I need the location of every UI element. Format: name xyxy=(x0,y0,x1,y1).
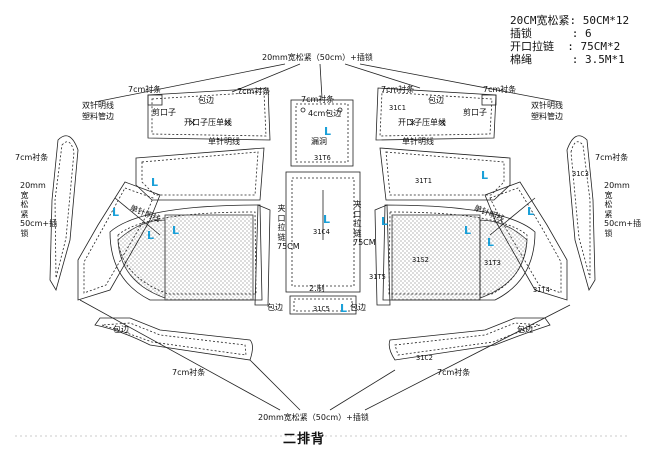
code-31S2: 31S2 xyxy=(412,256,429,264)
code-31C3: 31C3 xyxy=(572,170,589,178)
strip-label-2: 7cm衬条 xyxy=(237,87,271,96)
marker-L-2: L xyxy=(112,206,120,219)
single-stitch-label-2: 单针明线 xyxy=(402,137,434,146)
code-31C5: 31C5 xyxy=(313,305,330,313)
piece-left-inner-bolster xyxy=(77,181,161,301)
cut-label-2: 剪口子 xyxy=(463,108,487,117)
edge-label-1: 包边 xyxy=(198,96,214,105)
code-31C2: 31C2 xyxy=(416,354,433,362)
plastic-pipe-label-1: 塑料管边 xyxy=(82,112,114,121)
strip-label-7: 7cm衬条 xyxy=(595,153,629,162)
piece-left-outer-bolster xyxy=(49,135,79,292)
piece-31C5 xyxy=(289,295,357,315)
strip-label-3: 7cm衬条 xyxy=(301,95,335,104)
slit-single-label-2: 开口子压单线 xyxy=(398,118,446,127)
bottom-leader-lines xyxy=(79,299,571,411)
code-31T4: 31T4 xyxy=(533,286,550,294)
code-31T3: 31T3 xyxy=(484,259,501,267)
code-31T1: 31T1 xyxy=(415,177,432,185)
piece-31T6 xyxy=(290,99,354,167)
top-elastic-label: 20mm宽松紧（50cm）+插锁 xyxy=(262,53,373,62)
single-stitch-label-1: 单针明线 xyxy=(208,137,240,146)
piece-left-cushion xyxy=(109,204,263,301)
edge-label-5: 包边 xyxy=(113,325,129,334)
code-31T5: 31T5 xyxy=(369,273,386,281)
zipper-label-right: 夹口拉链75CM xyxy=(353,200,376,247)
marker-L-1: L xyxy=(151,176,159,189)
marker-L-8: L xyxy=(381,215,389,228)
side-elastic-label-right: 20mm宽松紧50cm+插锁 xyxy=(604,181,642,238)
piece-left-upper xyxy=(135,147,265,201)
piece-bottom-left xyxy=(94,317,253,361)
edge-label-2: 包边 xyxy=(428,96,444,105)
piece-31C4 xyxy=(285,171,361,293)
bottom-elastic-label: 20mm宽松紧（50cm）+插锁 xyxy=(258,413,369,422)
wrap-4cm-label: 4cm包边 xyxy=(308,109,342,118)
strip-label-1: 7cm衬条 xyxy=(128,85,162,94)
edge-label-4: 包边 xyxy=(350,303,366,312)
diagram-title: 二排背 xyxy=(283,432,326,447)
strip-label-8: 7cm衬条 xyxy=(172,368,206,377)
double-stitch-label-2: 双针明线 xyxy=(531,101,563,110)
strip-label-5: 7cm衬条 xyxy=(483,85,517,94)
code-31C1: 31C1 xyxy=(389,104,406,112)
zipper-label-left: 夹口拉链75CM xyxy=(277,204,300,251)
code-31C4: 31C4 xyxy=(313,228,330,236)
piece-31T5 xyxy=(374,204,391,306)
strip-label-4: 7cm衬条 xyxy=(381,85,415,94)
marker-L-9: L xyxy=(481,169,489,182)
side-elastic-label-left: 20mm宽松紧50cm+插锁 xyxy=(20,181,58,238)
spec-list: 20CM宽松紧: 50CM*12 插锁 : 6 开口拉链 : 75CM*2 棉绳… xyxy=(510,14,629,66)
drain-hole-label: 漏洞 xyxy=(311,137,327,146)
piece-top-left xyxy=(147,87,271,141)
piece-left-strip xyxy=(254,204,271,306)
marker-L-6: L xyxy=(323,213,331,226)
slit-single-label-1: 开口子压单线 xyxy=(184,118,232,127)
marker-L-5: L xyxy=(324,125,332,138)
edge-label-3: 包边 xyxy=(267,303,283,312)
piece-31S2 xyxy=(382,204,536,301)
top-leader-lines xyxy=(94,63,561,103)
edge-label-6: 包边 xyxy=(517,325,533,334)
strip-label-9: 7cm衬条 xyxy=(437,368,471,377)
marker-L-10: L xyxy=(464,224,472,237)
spec-cord: 棉绳 : 3.5M*1 xyxy=(510,53,625,66)
marker-L-3: L xyxy=(147,229,155,242)
plastic-pipe-label-2: 塑料管边 xyxy=(531,112,563,121)
marker-L-12: L xyxy=(527,205,535,218)
make-2-label: 2.制 xyxy=(309,284,325,293)
code-31T6: 31T6 xyxy=(314,154,331,162)
marker-L-7: L xyxy=(340,302,348,315)
strip-label-6: 7cm衬条 xyxy=(15,153,49,162)
piece-31C2 xyxy=(388,317,551,361)
spec-latch: 插锁 : 6 xyxy=(510,27,592,40)
double-stitch-label-1: 双针明线 xyxy=(82,101,114,110)
piece-31C3 xyxy=(566,135,596,292)
piece-31T1 xyxy=(379,147,511,201)
piece-31C1 xyxy=(375,87,497,141)
spec-elastic: 20CM宽松紧: 50CM*12 xyxy=(510,14,630,27)
cut-label-1: 剪口子 xyxy=(152,108,176,117)
piece-31T3 xyxy=(484,181,568,301)
marker-L-11: L xyxy=(487,236,495,249)
spec-zipper: 开口拉链 : 75CM*2 xyxy=(510,40,621,53)
marker-L-4: L xyxy=(172,224,180,237)
